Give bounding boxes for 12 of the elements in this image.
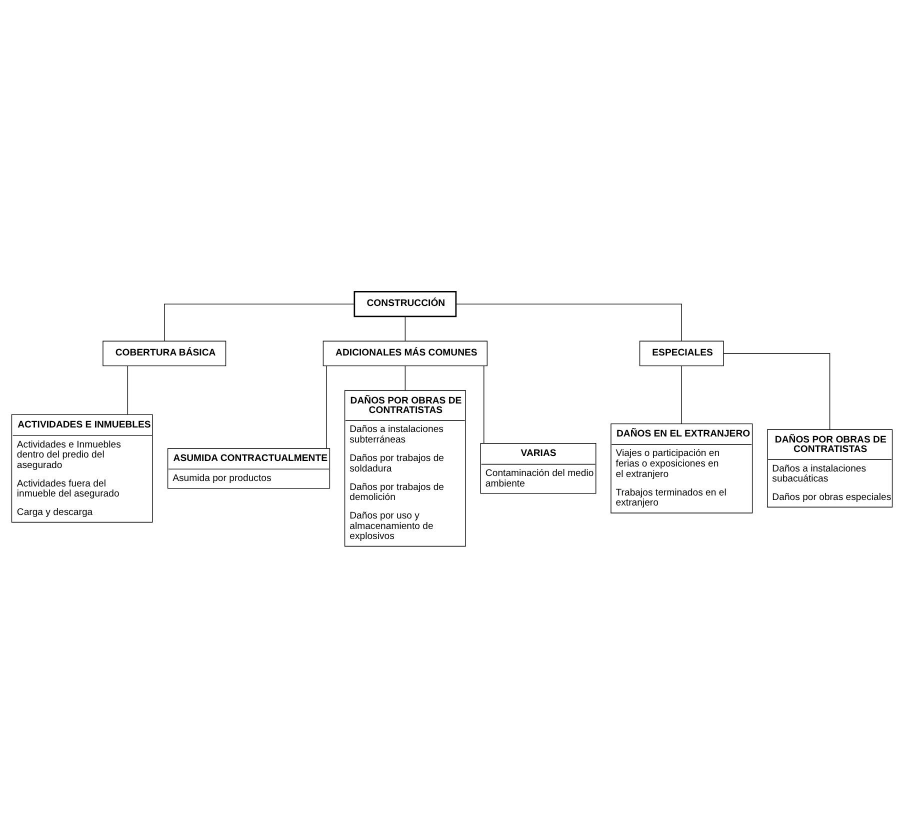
connector: [164, 304, 355, 342]
connector: [723, 353, 830, 430]
node-box: CONSTRUCCIÓN: [354, 291, 457, 318]
connector: [681, 366, 682, 424]
connector: [404, 366, 406, 391]
connector: [127, 366, 128, 415]
connector: [456, 304, 682, 342]
node-box: COBERTURA BÁSICA: [102, 340, 226, 366]
node-box: ADICIONALES MÁS COMUNES: [322, 340, 488, 366]
connector: [404, 316, 406, 342]
node-box: ESPECIALES: [639, 340, 724, 366]
connector: [326, 366, 327, 449]
